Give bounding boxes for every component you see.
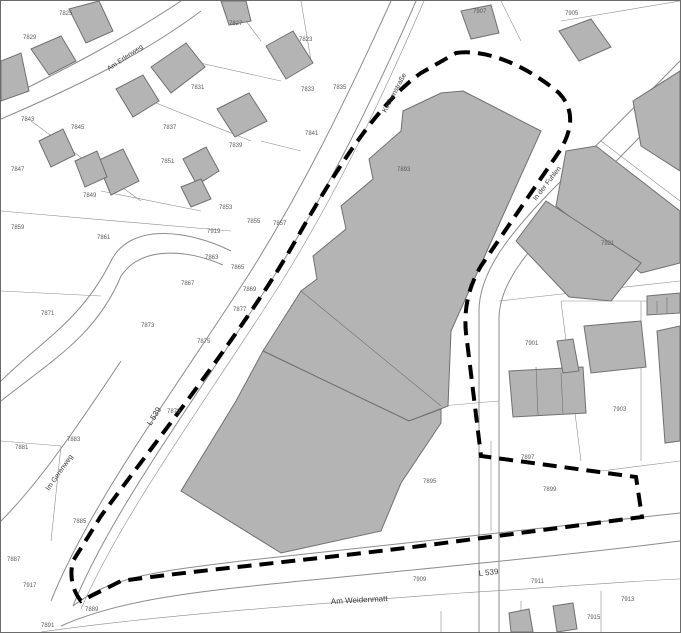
parcel-number: 7861 — [97, 235, 111, 241]
parcel-number: 7837 — [163, 125, 177, 131]
parcel-number: 7849 — [83, 193, 97, 199]
parcel-number: 7899 — [543, 487, 557, 493]
parcel-number: 7885 — [73, 519, 87, 525]
parcel-number: 7847 — [11, 167, 25, 173]
building-nw-9 — [96, 148, 140, 196]
building-nw-8 — [180, 178, 212, 208]
parcel-number: 7909 — [413, 577, 427, 583]
parcel-number: 7877 — [233, 307, 247, 313]
building-south-2 — [552, 602, 578, 632]
parcel-number: 7895 — [423, 479, 437, 485]
building-nw-11 — [74, 150, 108, 188]
building-nw-1 — [68, 1, 114, 44]
building-east-3 — [583, 320, 647, 374]
road-l539-south-edge-south — [60, 540, 680, 627]
parcel-number: 7851 — [161, 159, 175, 165]
parcel-number: 7863 — [205, 255, 219, 261]
building-nw-13 — [220, 1, 252, 26]
building-east-6 — [656, 325, 680, 444]
parcel-number: 7855 — [247, 219, 261, 225]
building-nw-12 — [1, 52, 30, 102]
parcel-number: 7859 — [11, 225, 25, 231]
building-nw-5 — [265, 30, 314, 80]
road-l539-edge-west — [50, 1, 392, 602]
parcel-number: 7871 — [41, 311, 55, 317]
building-south-1 — [508, 608, 534, 632]
parcel-number: 7827 — [229, 21, 243, 27]
parcel-number: 7825 — [59, 11, 73, 17]
street-label-kirchenstrasse: Kirchenstraße — [382, 72, 409, 114]
street-label-am-weidenmatt: Am Weidenmatt — [331, 594, 389, 606]
parcel-number: 7869 — [243, 287, 257, 293]
building-east-2 — [515, 200, 642, 302]
parcel-number: 7919 — [207, 229, 221, 235]
building-nw-7 — [182, 146, 220, 186]
parcel-number: 7889 — [85, 607, 99, 613]
parcel-number: 7843 — [21, 117, 35, 123]
road-im-gerenweg — [1, 360, 122, 522]
parcel-numbers: 7825 7827 7823 7829 7831 7833 7835 7837 … — [7, 9, 635, 629]
road-am-weidenmatt — [40, 578, 680, 632]
building-east-5 — [556, 338, 580, 374]
street-label-l539-south: L 539 — [478, 567, 499, 578]
road-in-der-fuhlen-west — [478, 60, 680, 632]
parcel-number: 7907 — [473, 9, 487, 15]
building-east-1 — [555, 145, 680, 274]
building-detail-lines — [300, 290, 668, 416]
building-ne-1 — [558, 18, 612, 62]
parcel-number: 7833 — [301, 87, 315, 93]
parcel-number: 7893 — [397, 167, 411, 173]
building-main-south — [180, 350, 442, 554]
road-l539-edge-inner — [80, 1, 425, 610]
parcel-number: 7901 — [525, 341, 539, 347]
parcel-number: 7915 — [587, 615, 601, 621]
road-am-erlenweg-b — [1, 10, 202, 120]
parcel-number: 7881 — [15, 445, 29, 451]
parcel-number: 7917 — [23, 583, 37, 589]
project-boundary — [69, 50, 645, 604]
building-nw-3 — [115, 74, 160, 118]
parcel-number: 7857 — [273, 221, 287, 227]
parcel-number: 7879 — [167, 409, 181, 415]
parcel-number: 7891 — [41, 623, 55, 629]
parcel-number: 7875 — [197, 339, 211, 345]
building-east-7 — [646, 292, 680, 316]
parcel-number: 7897 — [521, 455, 535, 461]
parcel-number: 7865 — [231, 265, 245, 271]
parcel-number: 7853 — [219, 205, 233, 211]
parcel-number: 7867 — [181, 281, 195, 287]
building-nw-4 — [150, 42, 206, 94]
parcel-number: 7887 — [7, 557, 21, 563]
parcel-number: 7911 — [531, 579, 545, 585]
parcel-number: 7841 — [305, 131, 319, 137]
road-west-loop — [1, 233, 232, 382]
parcel-number: 7839 — [229, 143, 243, 149]
building-main-north — [262, 90, 542, 422]
parcel-number: 7921 — [601, 241, 615, 247]
street-label-am-erlenweg: Am Erlenweg — [106, 44, 145, 73]
parcel-number: 7831 — [191, 85, 205, 91]
parcel-number: 7903 — [613, 407, 627, 413]
building-ne-2 — [460, 4, 500, 40]
building-east-4 — [508, 366, 587, 418]
road-west-loop-inner — [1, 252, 224, 402]
building-nw-10 — [38, 128, 76, 168]
building-nw-6 — [216, 92, 268, 138]
parcel-number: 7823 — [299, 37, 313, 43]
building-ne-3 — [632, 70, 680, 172]
parcel-number: 7905 — [565, 11, 579, 17]
building-nw-2 — [30, 35, 77, 76]
parcel-number: 7829 — [23, 35, 37, 41]
parcel-number: 7913 — [621, 597, 635, 603]
parcel-number: 7873 — [141, 323, 155, 329]
parcel-number: 7883 — [67, 437, 81, 443]
road-l539-south-edge-north — [72, 512, 680, 607]
parcel-number: 7845 — [71, 125, 85, 131]
parcel-number: 7835 — [333, 85, 347, 91]
